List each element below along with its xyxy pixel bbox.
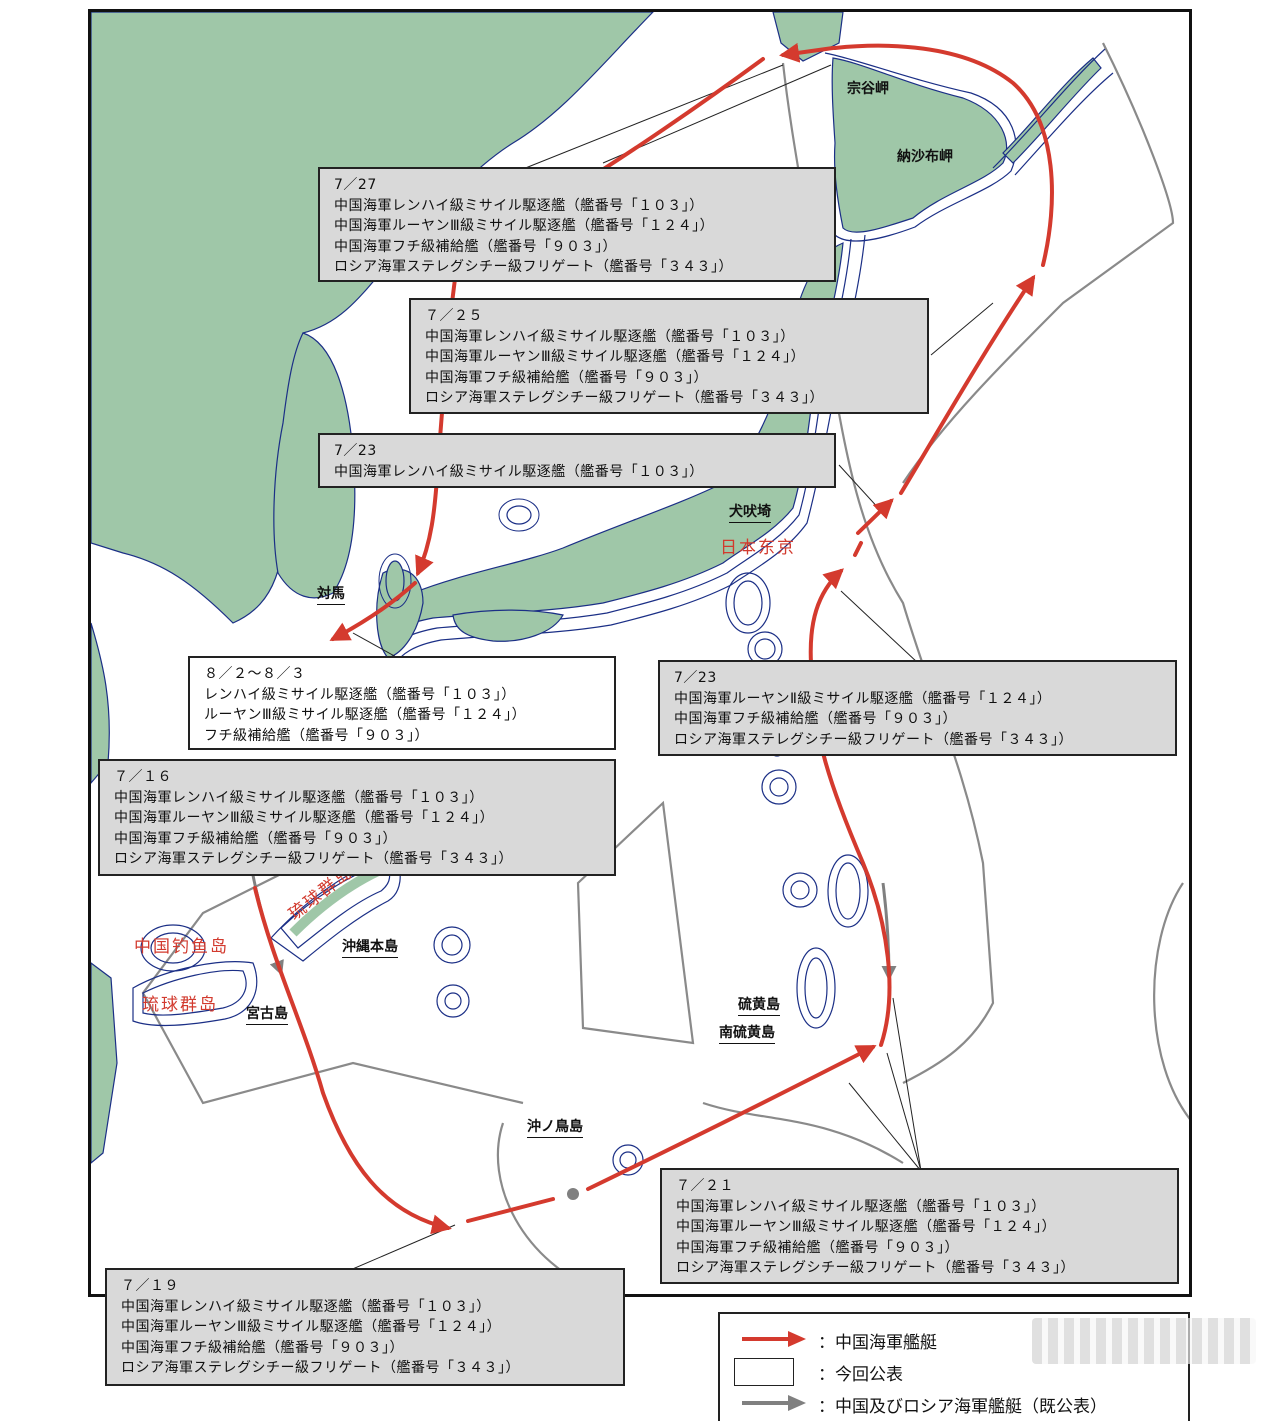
- info-box-0721: ７／２１ 中国海軍レンハイ級ミサイル駆逐艦（艦番号「１０３」） 中国海軍ルーヤン…: [660, 1168, 1179, 1284]
- box-line: 中国海軍ルーヤンⅢ級ミサイル駆逐艦（艦番号「１２４」）: [425, 349, 806, 365]
- info-box-0802: ８／２～８／３ レンハイ級ミサイル駆逐艦（艦番号「１０３」） ルーヤンⅢ級ミサイ…: [188, 656, 616, 750]
- box-line: 中国海軍レンハイ級ミサイル駆逐艦（艦番号「１０３」）: [114, 789, 484, 806]
- label-okinotori: 沖ノ鳥島: [527, 1116, 583, 1138]
- label-minamiiwoto: 南硫黄島: [719, 1022, 775, 1044]
- box-line: ロシア海軍ステレグシチー級フリゲート（艦番号「３４３」）: [121, 1360, 520, 1376]
- handwritten-tokyo: 日本东京: [720, 538, 796, 558]
- box-line: 中国海軍レンハイ級ミサイル駆逐艦（艦番号「１０３」）: [676, 1198, 1046, 1215]
- korean-peninsula: [273, 332, 356, 599]
- box-date: 7／23: [674, 670, 717, 686]
- box-line: 中国海軍フチ級補給艦（艦番号「９０３」）: [121, 1339, 404, 1356]
- info-box-0725: ７／２５ 中国海軍レンハイ級ミサイル駆逐艦（艦番号「１０３」） 中国海軍ルーヤン…: [409, 298, 929, 414]
- legend-row-box: ：今回公表: [720, 1356, 1188, 1386]
- box-line: 中国海軍フチ級補給艦（艦番号「９０３」）: [114, 830, 397, 847]
- daito-islands: [433, 926, 471, 1018]
- box-line: 中国海軍フチ級補給艦（艦番号「９０３」）: [674, 711, 957, 727]
- legend-row-red: ：中国海軍艦艇: [720, 1324, 1188, 1354]
- legend-row-gray: ：中国及びロシア海軍艦艇（既公表）: [720, 1388, 1188, 1418]
- legend-gray-label: ：中国及びロシア海軍艦艇（既公表）: [818, 1397, 1107, 1417]
- box-date: ８／２～８／３: [204, 666, 306, 682]
- box-line: フチ級補給艦（艦番号「９０３」）: [204, 727, 429, 744]
- box-line: 中国海軍ルーヤンⅢ級ミサイル駆逐艦（艦番号「１２４」）: [114, 810, 495, 826]
- label-iwoto: 硫黄島: [738, 994, 780, 1016]
- label-miyako: 宮古島: [246, 1003, 288, 1025]
- box-line: 中国海軍ルーヤンⅢ級ミサイル駆逐艦（艦番号「１２４」）: [676, 1219, 1057, 1235]
- box-line: ロシア海軍ステレグシチー級フリゲート（艦番号「３４３」）: [676, 1260, 1075, 1276]
- box-line: 中国海軍レンハイ級ミサイル駆逐艦（艦番号「１０３」）: [425, 328, 795, 345]
- box-date: ７／１６: [114, 769, 172, 785]
- box-line: ロシア海軍ステレグシチー級フリゲート（艦番号「３４３」）: [334, 259, 733, 275]
- box-icon: [734, 1358, 794, 1386]
- shikoku: [452, 609, 564, 642]
- map-canvas: [91, 12, 1189, 1294]
- izu-islands: [725, 572, 783, 667]
- box-line: ルーヤンⅢ級ミサイル駆逐艦（艦番号「１２４」）: [204, 707, 527, 723]
- box-line: ロシア海軍ステレグシチー級フリゲート（艦番号「３４３」）: [114, 851, 513, 867]
- box-line: 中国海軍フチ級補給艦（艦番号「９０３」）: [676, 1239, 959, 1256]
- taiwan: [91, 962, 118, 1164]
- box-line: 中国海軍レンハイ級ミサイル駆逐艦（艦番号「１０３」）: [334, 463, 704, 480]
- info-box-0723-b: 7／23 中国海軍ルーヤンⅡ級ミサイル駆逐艦（艦番号「１２４」） 中国海軍フチ級…: [658, 660, 1177, 756]
- hokkaido: [831, 57, 1008, 233]
- box-date: ７／２１: [676, 1178, 734, 1194]
- label-inubo: 犬吠埼: [729, 501, 771, 523]
- info-box-0716: ７／１６ 中国海軍レンハイ級ミサイル駆逐艦（艦番号「１０３」） 中国海軍ルーヤン…: [98, 759, 616, 876]
- info-box-0719: ７／１９ 中国海軍レンハイ級ミサイル駆逐艦（艦番号「１０３」） 中国海軍ルーヤン…: [105, 1268, 625, 1386]
- box-line: 中国海軍ルーヤンⅢ級ミサイル駆逐艦（艦番号「１２４」）: [121, 1319, 502, 1335]
- info-box-0727: 7／27 中国海軍レンハイ級ミサイル駆逐艦（艦番号「１０３」） 中国海軍ルーヤン…: [318, 167, 836, 282]
- label-okinawa: 沖縄本島: [342, 936, 398, 958]
- info-box-0723-a: 7／23 中国海軍レンハイ級ミサイル駆逐艦（艦番号「１０３」）: [318, 433, 836, 488]
- box-line: 中国海軍レンハイ級ミサイル駆逐艦（艦番号「１０３」）: [334, 197, 704, 214]
- label-tsushima: 対馬: [317, 583, 345, 605]
- label-soya: 宗谷岬: [847, 81, 889, 97]
- box-line: 中国海軍レンハイ級ミサイル駆逐艦（艦番号「１０３」）: [121, 1298, 491, 1315]
- handwritten-ryukyu-south: 琉球群岛: [142, 995, 218, 1015]
- box-line: 中国海軍ルーヤンⅡ級ミサイル駆逐艦（艦番号「１２４」）: [674, 690, 1052, 707]
- box-line: 中国海軍フチ級補給艦（艦番号「９０３」）: [334, 238, 617, 255]
- label-nosappu: 納沙布岬: [897, 149, 953, 165]
- legend-box-label: ：今回公表: [818, 1365, 903, 1385]
- box-date: 7／23: [334, 443, 377, 459]
- box-line: ロシア海軍ステレグシチー級フリゲート（艦番号「３４３」）: [425, 390, 824, 406]
- box-date: ７／１９: [121, 1278, 179, 1294]
- handwritten-diaoyu: 中国钓鱼岛: [134, 937, 229, 957]
- route-waypoint: [567, 1188, 579, 1200]
- red-arrow-icon: [742, 1331, 806, 1347]
- box-line: ロシア海軍ステレグシチー級フリゲート（艦番号「３４３」）: [674, 731, 1073, 748]
- box-line: レンハイ級ミサイル駆逐艦（艦番号「１０３」）: [204, 686, 516, 703]
- box-date: 7／27: [334, 177, 377, 193]
- kuril-islands: [1002, 57, 1102, 164]
- box-line: 中国海軍ルーヤンⅢ級ミサイル駆逐艦（艦番号「１２４」）: [334, 218, 715, 234]
- ogasawara-islands: [761, 741, 869, 1029]
- legend-red-label: ：中国海軍艦艇: [818, 1333, 937, 1353]
- box-line: 中国海軍フチ級補給艦（艦番号「９０３」）: [425, 369, 708, 386]
- box-date: ７／２５: [425, 308, 483, 324]
- watermark: [1032, 1318, 1256, 1364]
- gray-arrow-icon: [742, 1395, 806, 1411]
